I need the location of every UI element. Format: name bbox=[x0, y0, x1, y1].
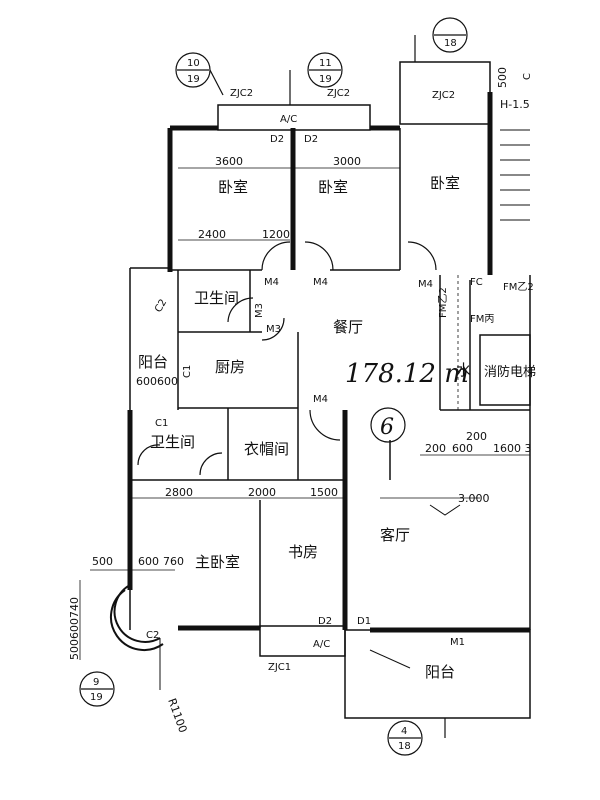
tag-m1: M1 bbox=[450, 637, 465, 648]
room-water: 水 bbox=[456, 361, 471, 379]
dim-2400: 2400 bbox=[198, 228, 226, 241]
dim-1600: 1600 3 bbox=[493, 442, 532, 455]
axis-4-bot: 18 bbox=[398, 741, 411, 752]
handwritten-area: 178.12 m bbox=[345, 359, 469, 389]
room-kitchen: 厨房 bbox=[215, 358, 245, 376]
dim-1200: 1200 bbox=[262, 228, 290, 241]
dim-500-right: 500 bbox=[496, 67, 509, 88]
room-living: 客厅 bbox=[380, 526, 410, 544]
tag-ac-top: A/C bbox=[280, 114, 297, 125]
dim-600-b: 600 bbox=[452, 442, 473, 455]
dim-h15: H-1.5 bbox=[500, 98, 530, 111]
room-fire-elevator: 消防电梯 bbox=[484, 364, 536, 380]
tag-d2-a: D2 bbox=[270, 134, 284, 145]
room-bathroom-1: 卫生间 bbox=[194, 289, 239, 307]
dim-200-b: 200 bbox=[466, 430, 487, 443]
tag-c-top-right: C bbox=[522, 73, 533, 80]
tag-m4-d: M4 bbox=[313, 394, 328, 405]
room-cloakroom: 衣帽间 bbox=[244, 440, 289, 458]
dim-200-a: 200 bbox=[425, 442, 446, 455]
dim-r1100: R1100 bbox=[165, 697, 189, 735]
tag-fm-b2: FM乙2 bbox=[437, 287, 449, 318]
axis-11-bot: 19 bbox=[319, 74, 332, 85]
dim-1500: 1500 bbox=[310, 486, 338, 499]
room-balcony-main: 阳台 bbox=[425, 663, 455, 681]
slope-arrow bbox=[429, 504, 461, 516]
slope-arrow-line bbox=[369, 649, 411, 669]
dim-600: 600 bbox=[138, 555, 159, 568]
tag-fm-bing: FM丙 bbox=[470, 314, 494, 325]
dim-760: 760 bbox=[163, 555, 184, 568]
tag-c2-bottom: C2 bbox=[146, 630, 159, 641]
bay-window bbox=[110, 584, 164, 690]
dim-500: 500 bbox=[92, 555, 113, 568]
room-bedroom-1: 卧室 bbox=[218, 178, 248, 196]
dimension-lines bbox=[79, 167, 530, 660]
axis-9-bot: 19 bbox=[90, 692, 103, 703]
dim-3600: 3600 bbox=[215, 155, 243, 168]
axis-10-bot: 19 bbox=[187, 74, 200, 85]
tag-c1: C1 bbox=[155, 418, 168, 429]
thin-walls bbox=[129, 61, 531, 719]
stair bbox=[500, 129, 530, 221]
axis-bubbles bbox=[79, 17, 468, 756]
tag-ac-bottom: A/C bbox=[313, 639, 330, 650]
dim-2000: 2000 bbox=[248, 486, 276, 499]
dim-500-600-740: 500600740 bbox=[68, 597, 81, 660]
dim-2800: 2800 bbox=[165, 486, 193, 499]
door-swings bbox=[137, 241, 437, 476]
tag-zjc2-b: ZJC2 bbox=[327, 88, 350, 99]
dim-600-600: 600600 bbox=[136, 375, 178, 388]
tag-zjc1: ZJC1 bbox=[268, 662, 291, 673]
tag-c2-top: C2 bbox=[153, 297, 169, 314]
tag-m4-b: M4 bbox=[313, 277, 328, 288]
tag-d1: D1 bbox=[357, 616, 371, 627]
dim-3000b: 3.000 bbox=[458, 492, 490, 505]
tag-d2-b: D2 bbox=[304, 134, 318, 145]
axis-10-top: 10 bbox=[187, 58, 200, 69]
room-balcony-small: 阳台 bbox=[138, 353, 168, 371]
axis-4-top: 4 bbox=[401, 726, 407, 737]
tag-d2-c: D2 bbox=[318, 616, 332, 627]
axis-top-right: 18 bbox=[444, 38, 457, 49]
tag-m3: M3 bbox=[254, 303, 265, 318]
room-bedroom-2: 卧室 bbox=[318, 178, 348, 196]
dim-3000: 3000 bbox=[333, 155, 361, 168]
tag-fm-b2-b: FM乙2 bbox=[503, 281, 534, 293]
tag-c1-win: C1 bbox=[182, 365, 193, 378]
tag-m4-c: M4 bbox=[418, 279, 433, 290]
room-master-bedroom: 主卧室 bbox=[195, 553, 240, 571]
tag-fc: FC bbox=[470, 277, 483, 288]
axis-9-top: 9 bbox=[93, 677, 99, 688]
handwritten-circled-number: 6 bbox=[380, 415, 394, 440]
tag-zjc2-c: ZJC2 bbox=[432, 90, 455, 101]
room-study: 书房 bbox=[288, 543, 318, 561]
tag-m3b: M3 bbox=[266, 324, 281, 335]
room-bedroom-3: 卧室 bbox=[430, 174, 460, 192]
tag-zjc2-a: ZJC2 bbox=[230, 88, 253, 99]
room-dining: 餐厅 bbox=[333, 318, 363, 336]
axis-11-top: 11 bbox=[319, 58, 332, 69]
tag-m4-a: M4 bbox=[264, 277, 279, 288]
room-bathroom-2: 卫生间 bbox=[150, 433, 195, 451]
